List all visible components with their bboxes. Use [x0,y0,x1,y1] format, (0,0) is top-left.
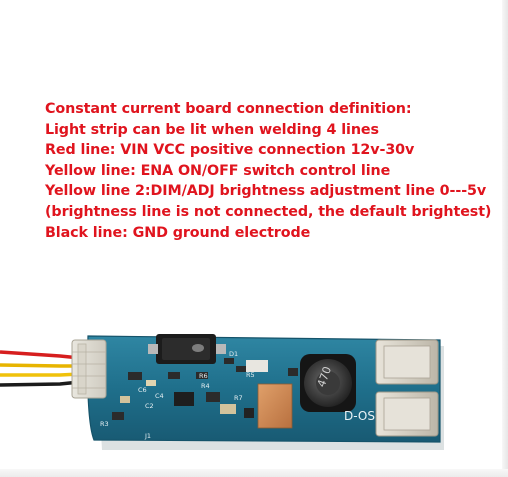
smd-components [112,358,298,420]
silk-c2: C2 [145,402,154,410]
connection-definition-text: Constant current board connection defini… [45,99,495,243]
caption-line-1: Constant current board connection defini… [45,101,412,117]
caption-line-4: Yellow line: ENA ON/OFF switch control l… [45,162,391,179]
silk-c4: C4 [155,392,164,400]
silkscreen: D1 R6 R4 R7 C2 R3 J1 R5 C6 C4 [100,350,255,440]
right-edge-shadow [502,0,508,477]
silk-r4: R4 [201,382,210,390]
mosfet-component [148,334,226,364]
output-connector-bottom [375,391,439,437]
output-connector-top [375,339,439,385]
caption-line-7: Black line: GND ground electrode [45,224,311,241]
yellow-wire-1 [0,363,80,368]
silk-j1: J1 [144,432,151,440]
caption-line-3: Red line: VIN VCC positive connection 12… [45,142,415,159]
silk-c6: C6 [138,386,147,394]
copper-pad [257,383,293,429]
silk-r7: R7 [234,394,243,402]
silk-r5: R5 [246,371,255,379]
bottom-edge-shadow [0,469,508,477]
board-label: D-OS [344,409,375,423]
led-driver-board-photo: 470 D-OS D1 R6 R4 R7 C2 R3 J1 R5 C6 C4 [0,334,444,450]
caption-line-5: Yellow line 2:DIM/ADJ brightness adjustm… [45,183,487,200]
wire-bundle [0,350,81,387]
input-connector [71,339,107,399]
inductor: 470 [300,354,356,412]
silk-r6: R6 [199,372,208,380]
yellow-wire-2 [0,372,81,377]
red-wire [0,350,81,360]
caption-line-2: Light strip can be lit when welding 4 li… [45,121,379,138]
black-wire [0,380,81,387]
silk-d1: D1 [229,350,238,358]
caption-line-6: (brightness line is not connected, the d… [45,203,492,220]
silk-r3: R3 [100,420,109,428]
